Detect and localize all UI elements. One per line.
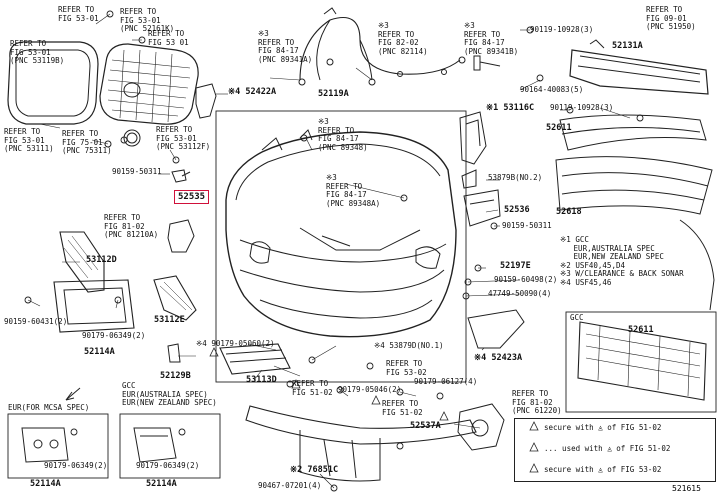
part-number: 52114A xyxy=(146,479,177,489)
part-number: 90179-06127(4) xyxy=(414,377,478,386)
part-number: ※4 90179-05060(2) xyxy=(196,339,275,348)
part-number: ※2 76851C xyxy=(290,465,339,475)
part-number: ※4 52422A xyxy=(228,87,277,97)
part-number: 90179-06349(2) xyxy=(136,461,200,470)
part-number: 90159-50311 xyxy=(502,221,552,230)
part-number: 90159-50311 xyxy=(112,167,162,176)
legend-item: secure with ◬ of FIG 53-02 xyxy=(544,465,662,474)
part-number: 52119A xyxy=(318,89,349,99)
inset-title: GCC xyxy=(570,313,584,322)
part-number: 90179-05046(2) xyxy=(338,385,402,394)
part-number: 52618 xyxy=(556,207,582,217)
part-number: 90159-60498(2) xyxy=(494,275,558,284)
part-number: 90159-60431(2) xyxy=(4,317,68,326)
part-number: 52131A xyxy=(612,41,643,51)
figure-id: 521615 xyxy=(672,484,701,493)
part-number: 90119-10928(3) xyxy=(530,25,594,34)
part-number: 53112D xyxy=(86,255,117,265)
legend-item: ... used with ◬ of FIG 51-02 xyxy=(544,444,671,453)
part-number: 52536 xyxy=(504,205,530,215)
notes-block: ※1 GCC EUR,AUSTRALIA SPEC EUR,NEW ZEALAN… xyxy=(560,235,684,287)
part-number: 52114A xyxy=(30,479,61,489)
part-number: 53113D xyxy=(246,375,277,385)
part-number: 52129B xyxy=(160,371,191,381)
part-number: 47749-50090(4) xyxy=(488,289,552,298)
part-number: 52611 xyxy=(546,123,572,133)
part-number: 52611 xyxy=(628,325,654,335)
part-number: 52114A xyxy=(84,347,115,357)
legend-box xyxy=(514,418,716,482)
part-number: 90179-06349(2) xyxy=(44,461,108,470)
part-number: 90179-06349(2) xyxy=(82,331,146,340)
highlighted-part-52535[interactable]: 52535 xyxy=(174,190,210,204)
part-number: ※4 53879D(NO.1) xyxy=(374,341,444,350)
part-number: 90164-40083(5) xyxy=(520,85,584,94)
inset-title: EUR(FOR MCSA SPEC) xyxy=(8,403,90,412)
legend-item: secure with ◬ of FIG 51-02 xyxy=(544,423,662,432)
part-number: 52537A xyxy=(410,421,441,431)
part-number: 53879B(NO.2) xyxy=(488,173,543,182)
part-number: 52197E xyxy=(500,261,531,271)
part-number: 53112E xyxy=(154,315,185,325)
part-number: ※1 53116C xyxy=(486,103,535,113)
part-number: 90119-10928(3) xyxy=(550,103,614,112)
part-number: 90467-07201(4) xyxy=(258,481,322,490)
part-number: ※4 52423A xyxy=(474,353,523,363)
